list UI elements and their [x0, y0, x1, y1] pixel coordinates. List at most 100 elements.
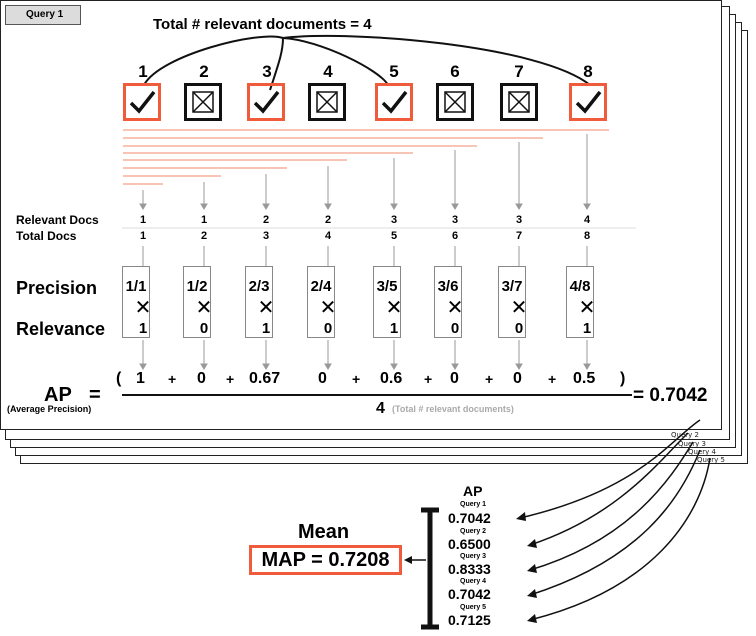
multiply-icon: ✕: [385, 297, 403, 319]
precision-8: 4/8: [569, 278, 591, 295]
total-docs-3: 3: [262, 230, 270, 242]
plus-sign: +: [352, 371, 361, 387]
rel-docs-7: 3: [515, 214, 523, 226]
rank-number-3: 3: [262, 62, 272, 81]
formula-value-7: 0: [513, 370, 522, 387]
precision-2: 1/2: [186, 278, 208, 295]
denominator-note: (Total # relevant documents): [392, 404, 514, 414]
checkmark-icon: [575, 90, 602, 114]
doc-3-relevant-checkbox: [247, 83, 285, 121]
precision-box-5: [373, 266, 401, 338]
rel-docs-6: 3: [451, 214, 459, 226]
relevance-4: 0: [323, 320, 333, 337]
rank-number-8: 8: [583, 62, 593, 81]
total-docs-5: 5: [390, 230, 398, 242]
formula-denominator: 4: [376, 400, 385, 417]
map-result: MAP = 0.7208: [249, 545, 402, 575]
precision-box-6: [434, 266, 462, 338]
multiply-icon: ✕: [510, 297, 528, 319]
doc-5-relevant-checkbox: [375, 83, 413, 121]
doc-4-nonrelevant-box: [308, 83, 346, 121]
ap-list-query-5-value: 0.7125: [448, 612, 491, 628]
precision-5: 3/5: [376, 278, 398, 295]
multiply-icon: ✕: [257, 297, 275, 319]
cross-box-icon: [508, 91, 530, 113]
total-docs-6: 6: [451, 230, 459, 242]
relevance-5: 1: [389, 320, 399, 337]
diagram-title: Total # relevant documents = 4: [153, 16, 372, 33]
plus-sign: +: [485, 371, 494, 387]
multiply-icon: ✕: [319, 297, 337, 319]
total-docs-4: 4: [324, 230, 332, 242]
stack-label-query-4: Query 4: [688, 448, 716, 456]
query-label: Query 1: [5, 5, 81, 25]
cross-box-icon: [444, 91, 466, 113]
precision-1: 1/1: [125, 278, 147, 295]
rel-docs-2: 1: [200, 214, 208, 226]
relevance-7: 0: [514, 320, 524, 337]
cross-box-icon: [192, 91, 214, 113]
relevance-3: 1: [261, 320, 271, 337]
rank-number-5: 5: [389, 62, 399, 81]
doc-1-relevant-checkbox: [123, 83, 161, 121]
multiply-icon: ✕: [134, 297, 152, 319]
formula-value-6: 0: [450, 370, 459, 387]
doc-6-nonrelevant-box: [436, 83, 474, 121]
ap-text: AP: [44, 384, 72, 406]
ap-list-query-3-label: Query 3: [460, 553, 487, 560]
precision-3: 2/3: [248, 278, 270, 295]
ap-list-query-3-value: 0.8333: [448, 561, 491, 577]
ap-list-query-2-value: 0.6500: [448, 536, 491, 552]
formula-close-paren: ): [620, 370, 626, 387]
relevance-8: 1: [582, 320, 592, 337]
stack-label-query-5: Query 5: [697, 456, 725, 464]
precision-box-1: [122, 266, 150, 338]
total-docs-label: Total Docs: [16, 229, 77, 243]
rank-number-6: 6: [450, 62, 460, 81]
relevance-6: 0: [450, 320, 460, 337]
precision-box-8: [566, 266, 594, 338]
rel-docs-8: 4: [583, 214, 591, 226]
total-docs-7: 7: [515, 230, 523, 242]
total-docs-1: 1: [139, 230, 147, 242]
checkmark-icon: [381, 90, 408, 114]
ap-equals: =: [88, 384, 101, 406]
ap-list-query-1-label: Query 1: [460, 501, 487, 508]
plus-sign: +: [168, 371, 177, 387]
rank-number-4: 4: [323, 62, 333, 81]
plus-sign: +: [548, 371, 557, 387]
rel-docs-4: 2: [324, 214, 332, 226]
rank-number-7: 7: [514, 62, 524, 81]
precision-box-2: [183, 266, 211, 338]
ap-list-header: AP: [463, 483, 483, 499]
formula-open-paren: (: [116, 370, 122, 387]
rank-number-2: 2: [199, 62, 209, 81]
plus-sign: +: [424, 371, 433, 387]
precision-6: 3/6: [437, 278, 459, 295]
ap-full-name: (Average Precision): [7, 404, 92, 414]
plus-sign: +: [226, 371, 235, 387]
rel-docs-3: 2: [262, 214, 270, 226]
ap-list-query-1-value: 0.7042: [448, 510, 491, 526]
precision-box-3: [245, 266, 273, 338]
ap-list-query-5-label: Query 5: [460, 604, 487, 611]
relevance-1: 1: [138, 320, 148, 337]
checkmark-icon: [129, 90, 156, 114]
total-docs-2: 2: [200, 230, 208, 242]
doc-8-relevant-checkbox: [569, 83, 607, 121]
relevance-2: 0: [199, 320, 209, 337]
precision-box-4: [307, 266, 335, 338]
multiply-icon: ✕: [578, 297, 596, 319]
formula-value-3: 0.67: [249, 370, 281, 387]
doc-7-nonrelevant-box: [500, 83, 538, 121]
rank-number-1: 1: [138, 62, 148, 81]
multiply-icon: ✕: [446, 297, 464, 319]
formula-value-2: 0: [197, 370, 206, 387]
ap-result: = 0.7042: [633, 385, 708, 406]
precision-7: 3/7: [501, 278, 523, 295]
ap-list-query-4-label: Query 4: [460, 578, 487, 585]
ap-list-query-4-value: 0.7042: [448, 586, 491, 602]
formula-value-8: 0.5: [573, 370, 596, 387]
total-docs-8: 8: [583, 230, 591, 242]
